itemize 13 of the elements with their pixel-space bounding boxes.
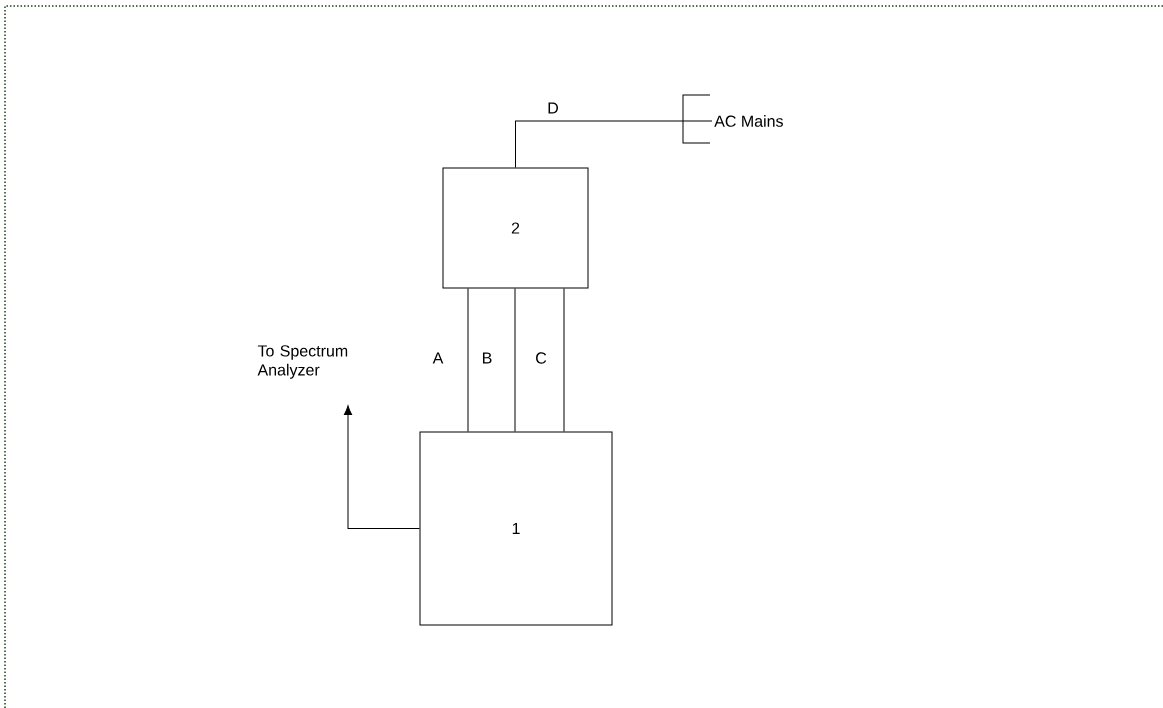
edge-label: C xyxy=(534,351,548,365)
connector xyxy=(343,405,420,529)
component-box: 1 xyxy=(419,431,613,626)
edge-label: D xyxy=(546,101,560,115)
text-label: To Spectrum Analyzer xyxy=(257,345,348,379)
text-label: AC Mains xyxy=(714,115,783,127)
edge-label: A xyxy=(431,351,445,365)
edge-label: B xyxy=(480,351,494,365)
component-box: 2 xyxy=(442,167,589,289)
connector xyxy=(467,288,469,432)
connector xyxy=(563,288,565,432)
connector xyxy=(515,120,713,168)
connector xyxy=(514,288,516,432)
